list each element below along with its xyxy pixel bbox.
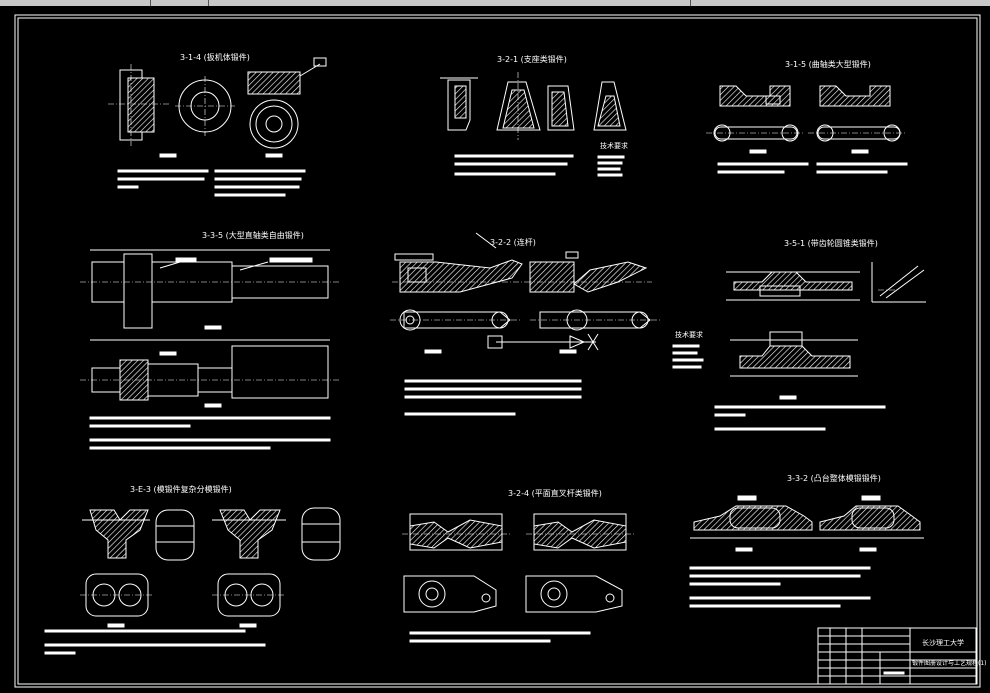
part-plan-right <box>525 575 623 613</box>
part-view-front <box>108 64 170 146</box>
section-3-2-1: 3-2-1 (支座类锻件) 技术要求 <box>440 54 628 177</box>
shaft-view-bottom <box>80 339 340 401</box>
view-label <box>559 349 577 354</box>
section-title: 3-3-5 (大型直轴类自由锻件) <box>202 230 304 240</box>
part-view-top <box>593 81 627 131</box>
part-section-right <box>526 513 634 551</box>
part-plan-left <box>706 124 804 142</box>
part-view-right <box>526 251 652 293</box>
detail-graph <box>871 262 926 303</box>
part-view-top <box>175 76 235 136</box>
section-3-3-2: 3-3-2 (凸台整体模锻锻件) <box>689 473 924 608</box>
note-block <box>117 169 306 197</box>
part-plan-left <box>390 309 520 349</box>
part-section-2 <box>212 509 286 559</box>
part-view-side <box>247 57 327 149</box>
part-view-side <box>496 72 541 140</box>
view-label <box>204 325 222 330</box>
toolbar-divider <box>690 0 691 6</box>
part-plan-2 <box>212 573 286 617</box>
section-3-1-4: 3-1-4 (扳机体锻件) <box>108 52 327 197</box>
section-title: 3-5-1 (带齿轮圆锥类锻件) <box>784 238 878 248</box>
school-name: 长沙理工大学 <box>922 638 964 647</box>
cad-drawing-canvas[interactable]: 3-1-4 (扳机体锻件) <box>0 6 990 693</box>
note-block <box>44 629 266 655</box>
part-view-left <box>690 495 816 539</box>
view-label <box>749 149 767 154</box>
section-3-2-2: 3-2-2 (连杆) <box>390 232 660 416</box>
view-label <box>779 395 797 400</box>
part-view-top <box>726 271 860 301</box>
tech-requirements-title: 技术要求 <box>600 141 628 150</box>
note-block <box>454 154 574 176</box>
part-view-left <box>392 253 526 293</box>
note-block <box>689 566 871 608</box>
toolbar-divider <box>150 0 151 6</box>
view-label <box>204 403 222 408</box>
section-title: 3-2-2 (连杆) <box>490 237 536 247</box>
drawing-name: 锻件图册设计与工艺规程(1) <box>912 659 987 667</box>
part-front-1 <box>155 509 195 561</box>
viewer-toolbar-strip <box>0 0 990 6</box>
part-plan-right <box>496 309 660 351</box>
view-label <box>424 349 442 354</box>
view-label <box>107 623 125 628</box>
part-view-side <box>819 85 891 107</box>
part-plan-1 <box>80 573 154 617</box>
part-plan-left <box>403 575 497 613</box>
shaft-view-top <box>80 249 340 329</box>
note-block <box>409 631 591 643</box>
view-label <box>159 153 177 158</box>
section-3-1-5: 3-1-5 (曲轴类大型锻件) <box>706 59 908 174</box>
view-label <box>239 623 257 628</box>
toolbar-divider <box>208 0 209 6</box>
part-section-1 <box>82 509 150 559</box>
section-3-5-1: 3-5-1 (带齿轮圆锥类锻件) 技术要求 <box>672 238 926 431</box>
tech-requirements-2: 技术要求 <box>672 330 704 369</box>
section-title: 3-E-3 (模锻件复杂分模锻件) <box>130 484 232 494</box>
view-label <box>859 547 877 552</box>
section-title: 3-2-1 (支座类锻件) <box>497 54 567 64</box>
view-label <box>851 149 869 154</box>
part-view-front <box>440 77 478 131</box>
note-block <box>404 379 582 416</box>
title-block: 长沙理工大学 锻件图册设计与工艺规程(1) <box>817 627 987 685</box>
section-3-3-5: 3-3-5 (大型直轴类自由锻件) <box>80 230 340 450</box>
note-block <box>89 416 331 450</box>
part-view-section <box>547 85 575 131</box>
part-view-right <box>816 495 924 539</box>
tech-requirements-1: 技术要求 <box>597 141 628 177</box>
part-view-front <box>719 85 791 107</box>
note-block <box>714 405 886 431</box>
note-block <box>717 162 908 174</box>
section-title: 3-3-2 (凸台整体模锻锻件) <box>787 473 881 483</box>
section-title: 3-1-5 (曲轴类大型锻件) <box>785 59 871 69</box>
part-plan-right <box>808 124 906 142</box>
section-3-2-4: 3-2-4 (平面直叉杆类锻件) <box>402 488 634 643</box>
section-title: 3-2-4 (平面直叉杆类锻件) <box>508 488 602 498</box>
part-front-2 <box>301 507 341 561</box>
section-title: 3-1-4 (扳机体锻件) <box>180 52 250 62</box>
drawing-frame <box>14 14 981 688</box>
view-label <box>265 153 283 158</box>
view-label <box>735 547 753 552</box>
part-view-bottom <box>730 331 858 377</box>
part-section-left <box>402 513 510 551</box>
section-3-E-3: 3-E-3 (模锻件复杂分模锻件) <box>44 484 341 655</box>
tech-requirements-title: 技术要求 <box>675 330 703 339</box>
